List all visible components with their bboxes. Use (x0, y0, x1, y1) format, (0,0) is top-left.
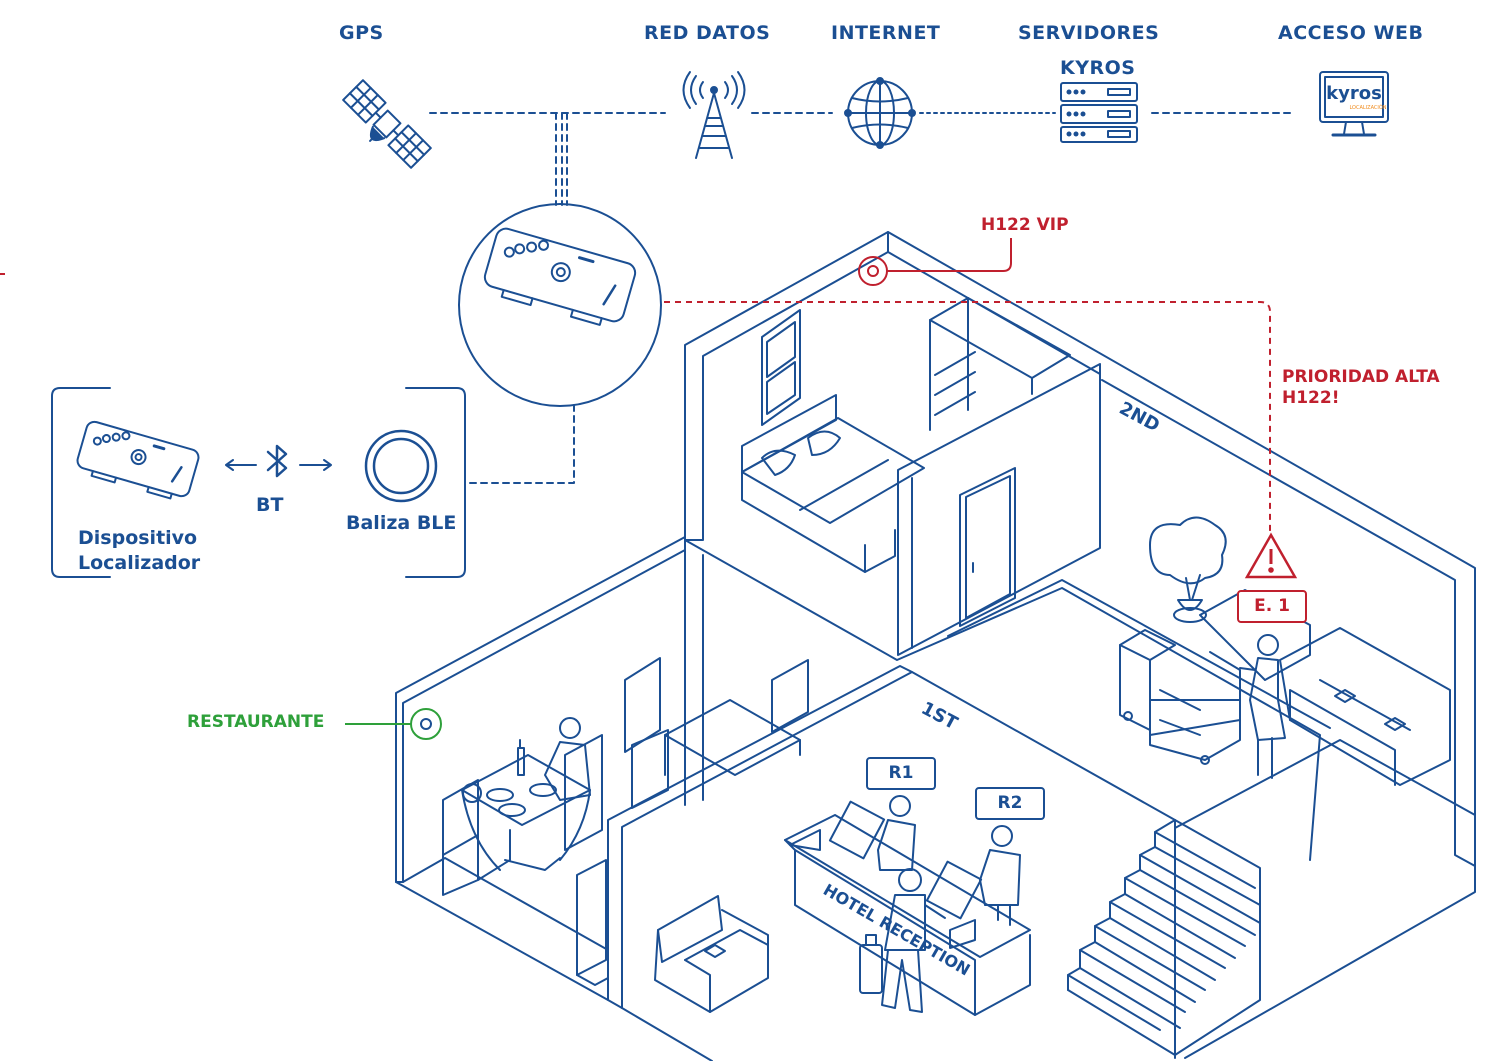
monitor-logo-brand: kyros (1326, 83, 1382, 104)
restaurant-beacon-marker (410, 708, 442, 740)
floor-label-1st: 1ST (918, 698, 962, 735)
label-bt: BT (256, 494, 284, 516)
ble-beacon-icon (364, 429, 438, 503)
label-servidores: SERVIDORES (1018, 22, 1160, 44)
label-baliza-ble: Baliza BLE (346, 512, 457, 534)
door (959, 467, 1016, 627)
device-zoom-circle (458, 203, 662, 407)
tag-e1: E. 1 (1237, 590, 1307, 623)
potted-plant (1149, 516, 1227, 623)
lobby-chair (576, 859, 609, 986)
label-prioridad-room: H122! (1282, 388, 1340, 408)
monitor-icon (1319, 71, 1389, 137)
locator-device-small (76, 420, 200, 500)
globe-icon (844, 77, 916, 149)
label-prioridad-alta: PRIORIDAD ALTA (1282, 367, 1440, 387)
reception-desk (784, 800, 1031, 1016)
label-red-datos: RED DATOS (644, 22, 771, 44)
label-acceso-web: ACCESO WEB (1278, 22, 1424, 44)
label-gps: GPS (339, 22, 384, 44)
warning-triangle-icon (1244, 532, 1298, 579)
receptionist-r2 (979, 825, 1021, 926)
receptionist-r1 (877, 795, 916, 871)
tag-r2: R2 (975, 787, 1045, 820)
bluetooth-icon (266, 444, 288, 478)
label-localizador: Localizador (78, 552, 201, 574)
label-h122-vip: H122 VIP (981, 215, 1069, 235)
staff-woman (1239, 634, 1286, 779)
label-internet: INTERNET (831, 22, 941, 44)
monitor-logo-sub: LOCALIZACIÓN (1349, 104, 1386, 111)
lobby-armchair (654, 895, 769, 1013)
satellite-icon (342, 79, 432, 169)
alert-path (664, 301, 1271, 538)
staircase (1067, 819, 1261, 1056)
restaurant-table (442, 717, 603, 896)
guest-with-suitcase (859, 868, 946, 1013)
label-restaurante: RESTAURANTE (187, 712, 325, 732)
locator-device-large (483, 227, 637, 326)
window (761, 309, 801, 426)
label-dispositivo: Dispositivo (78, 527, 198, 549)
legend-box (51, 387, 466, 578)
restaurant-back-chairs (624, 657, 809, 809)
house-structure (395, 231, 1476, 1061)
wardrobe (929, 297, 1071, 431)
bed (741, 394, 925, 573)
tag-r1: R1 (866, 757, 936, 790)
floor-label-2nd: 2ND (1116, 398, 1163, 437)
housekeeping-cart (1119, 629, 1241, 765)
label-kyros: KYROS (1060, 57, 1136, 79)
cell-tower-icon (682, 71, 746, 159)
network-links (429, 112, 1296, 484)
server-rack-icon (1060, 82, 1138, 143)
